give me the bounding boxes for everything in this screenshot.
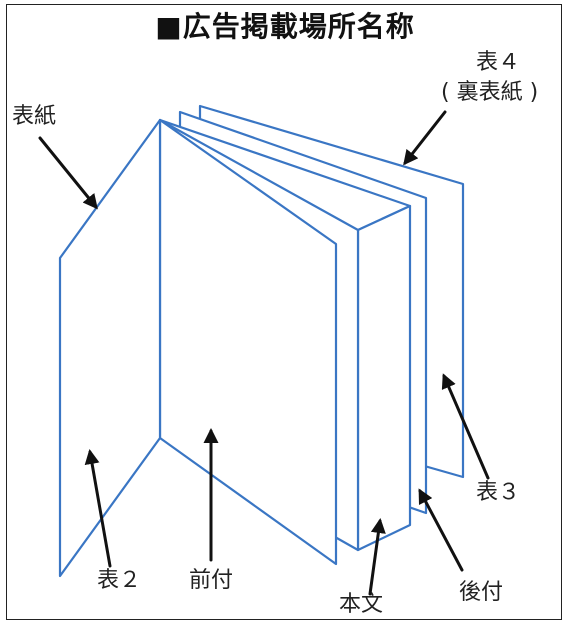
arrow-back-matter — [418, 488, 464, 572]
label-cover4: 表４ — [476, 50, 521, 75]
page-block-side — [356, 204, 412, 552]
arrow-body-text — [368, 518, 386, 596]
diagram-title: ■広告掲載場所名称 — [155, 10, 415, 43]
label-back-matter: 後付 — [459, 580, 504, 605]
arrow-cover4 — [403, 110, 447, 166]
label-body-text: 本文 — [339, 592, 384, 617]
label-cover3: 表３ — [476, 480, 521, 505]
label-cover: 表紙 — [12, 104, 57, 129]
label-front-matter: 前付 — [189, 568, 234, 593]
front-cover-panel — [58, 118, 162, 578]
label-cover2: 表２ — [97, 568, 142, 593]
arrow-cover3 — [441, 373, 490, 480]
label-cover4-sub: ( 裏表紙 ) — [441, 80, 539, 105]
arrow-cover — [38, 136, 98, 210]
arrow-cover2 — [84, 449, 112, 568]
